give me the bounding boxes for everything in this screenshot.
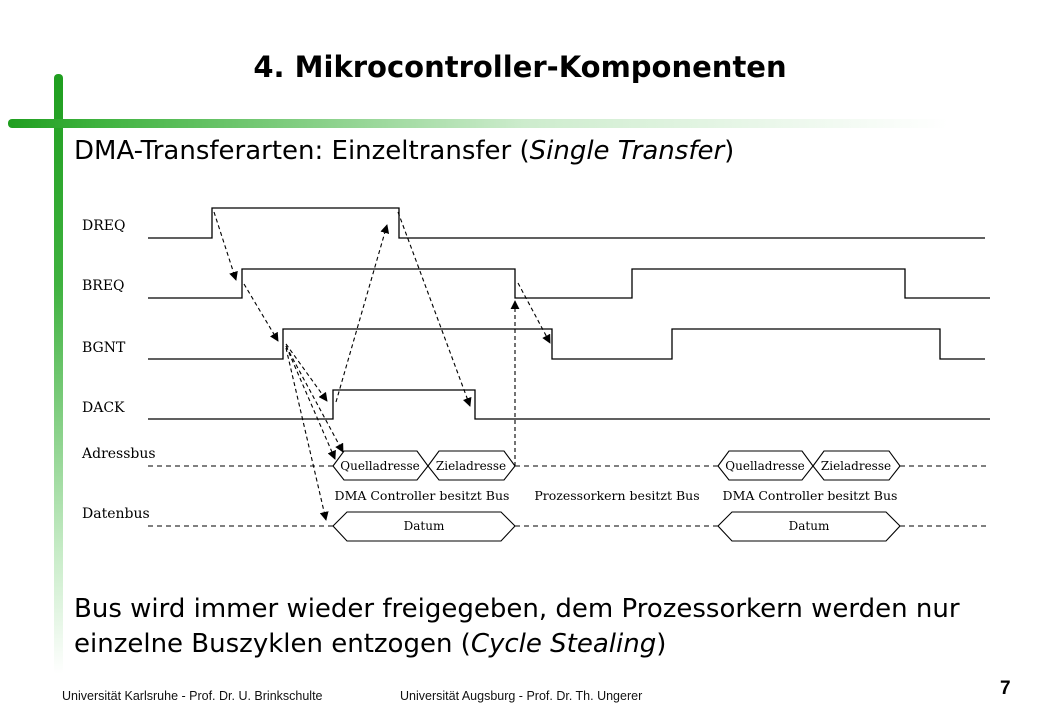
subtitle-text: DMA-Transferarten: Einzeltransfer ( xyxy=(74,136,530,166)
data-label-2: Datum xyxy=(789,519,830,533)
slide-conclusion: Bus wird immer wieder freigegeben, dem P… xyxy=(74,592,1014,662)
arrow-bgnt-to-data xyxy=(285,347,329,521)
address-label-2: Zieladresse xyxy=(436,459,506,473)
signal-label-dreq: DREQ xyxy=(82,218,125,234)
decor-horizontal-bar xyxy=(8,119,948,128)
signal-label-adressbus: Adressbus xyxy=(81,446,156,462)
slide-title: 4. Mikrocontroller-Komponenten xyxy=(253,50,787,84)
signal-label-breq: BREQ xyxy=(82,278,125,294)
arrow-breq-to-bgnt xyxy=(243,283,279,342)
conclusion-suffix: ) xyxy=(656,629,667,659)
data-label-1: Datum xyxy=(404,519,445,533)
footer-right: Universität Augsburg - Prof. Dr. Th. Ung… xyxy=(400,689,643,703)
conclusion-italic: Cycle Stealing xyxy=(470,629,657,659)
address-label-3: Quelladresse xyxy=(725,459,804,473)
arrow-bgnt-to-addr1 xyxy=(285,345,336,460)
arrow-breq-to-bgnt-2 xyxy=(517,282,551,344)
slide-subtitle: DMA-Transferarten: Einzeltransfer (Singl… xyxy=(74,136,734,166)
phase-label-2: Prozessorkern besitzt Bus xyxy=(534,488,699,503)
subtitle-italic: Single Transfer xyxy=(529,136,725,166)
phase-label-1: DMA Controller besitzt Bus xyxy=(335,488,510,503)
waveform-breq xyxy=(148,268,990,299)
arrow-dack-to-dreq xyxy=(335,224,390,403)
address-label-1: Quelladresse xyxy=(340,459,419,473)
arrow-bgnt-to-addr1b xyxy=(285,345,344,453)
signal-label-bgnt: BGNT xyxy=(82,340,126,356)
signal-label-datenbus: Datenbus xyxy=(82,506,150,522)
signal-label-dack: DACK xyxy=(82,400,125,416)
arrow-bgnt-to-dack xyxy=(285,343,328,402)
page-number: 7 xyxy=(1000,678,1011,699)
waveform-dreq xyxy=(148,207,985,239)
waveform-bgnt xyxy=(148,328,985,360)
subtitle-suffix: ) xyxy=(724,136,735,166)
decor-vertical-bar xyxy=(54,74,63,674)
footer-left: Universität Karlsruhe - Prof. Dr. U. Bri… xyxy=(62,689,323,703)
address-label-4: Zieladresse xyxy=(821,459,891,473)
waveform-dack xyxy=(148,389,990,420)
phase-label-3: DMA Controller besitzt Bus xyxy=(723,488,898,503)
arrow-dreq-to-breq xyxy=(213,211,238,281)
arrow-dreq-to-dack xyxy=(397,211,472,407)
conclusion-text: Bus wird immer wieder freigegeben, dem P… xyxy=(74,594,960,659)
